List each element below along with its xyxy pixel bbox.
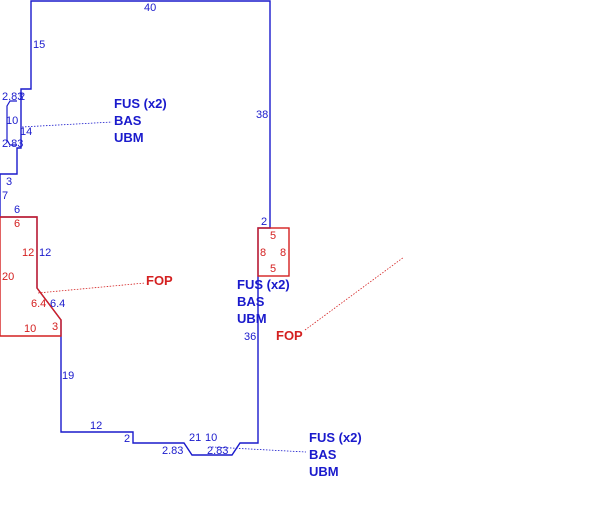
dim-fop-left-bottom: 10 [24,323,36,335]
dim-inset-height: 14 [20,126,32,138]
dim-right-upper: 38 [256,109,268,121]
dim-bump-width: 10 [205,432,217,444]
area-label-line: FUS (x2) [114,96,167,111]
addition-left-outline [0,216,62,337]
main-structure-inset [6,100,17,146]
dim-right-lower: 36 [244,331,256,343]
dim-inset-diag-bottom: 2.83 [2,138,23,150]
dim-fop-left-diag: 6.4 [50,298,65,310]
dim-inset-diag-top: 2.83 [2,91,23,103]
leader-line-main-bottom [211,446,307,453]
dim-fop-right-top: 5 [270,230,276,242]
area-label-line: FUS (x2) [309,430,362,445]
dim-fop-left-inner: 12 [22,247,34,259]
dim-fop-left-top: 6 [14,218,20,230]
area-label-fop-right: FOP [276,328,303,343]
dim-lower-left: 19 [62,370,74,382]
dim-fop-right-right: 8 [280,247,286,259]
dim-bottom-left: 12 [90,420,102,432]
leader-line-main-upper [21,121,113,128]
area-label-line: UBM [309,464,339,479]
addition-right-outline [257,227,290,277]
dim-bottom-mid: 21 [189,432,201,444]
dim-top-width: 40 [144,2,156,14]
dim-upper-left: 15 [33,39,45,51]
dim-fop-left-height: 20 [2,271,14,283]
dim-fop-right-bottom: 5 [270,263,276,275]
dim-fop-right-left: 8 [260,247,266,259]
area-label-line: UBM [114,130,144,145]
leader-line-fop-right [304,256,405,331]
area-label-fop-left: FOP [146,273,173,288]
area-label-main-upper: FUS (x2) BAS UBM [114,96,167,145]
dim-left-wall: 7 [2,190,8,202]
area-label-line: UBM [237,311,267,326]
dim-right-step: 2 [261,216,267,228]
main-structure-outline [0,0,271,456]
area-label-line: BAS [237,294,265,309]
dim-inset-depth: 10 [6,115,18,127]
dim-fop-left-wall: 12 [39,247,51,259]
dim-left-top: 6 [14,204,20,216]
dim-inset-step: 2 [19,91,25,103]
area-label-line: BAS [309,447,337,462]
dim-bottom-step: 2 [124,433,130,445]
dim-fop-left-diag-inner: 6.4 [31,298,46,310]
area-label-main-right: FUS (x2) BAS UBM [237,277,290,326]
dim-bump-diag-right: 2.83 [207,445,228,457]
area-label-line: BAS [114,113,142,128]
leader-line-fop-left [37,282,146,294]
area-label-line: FUS (x2) [237,277,290,292]
dim-left-step: 3 [6,176,12,188]
dim-bump-diag-left: 2.83 [162,445,183,457]
area-label-main-bottom: FUS (x2) BAS UBM [309,430,362,479]
dim-fop-left-step: 3 [52,321,58,333]
